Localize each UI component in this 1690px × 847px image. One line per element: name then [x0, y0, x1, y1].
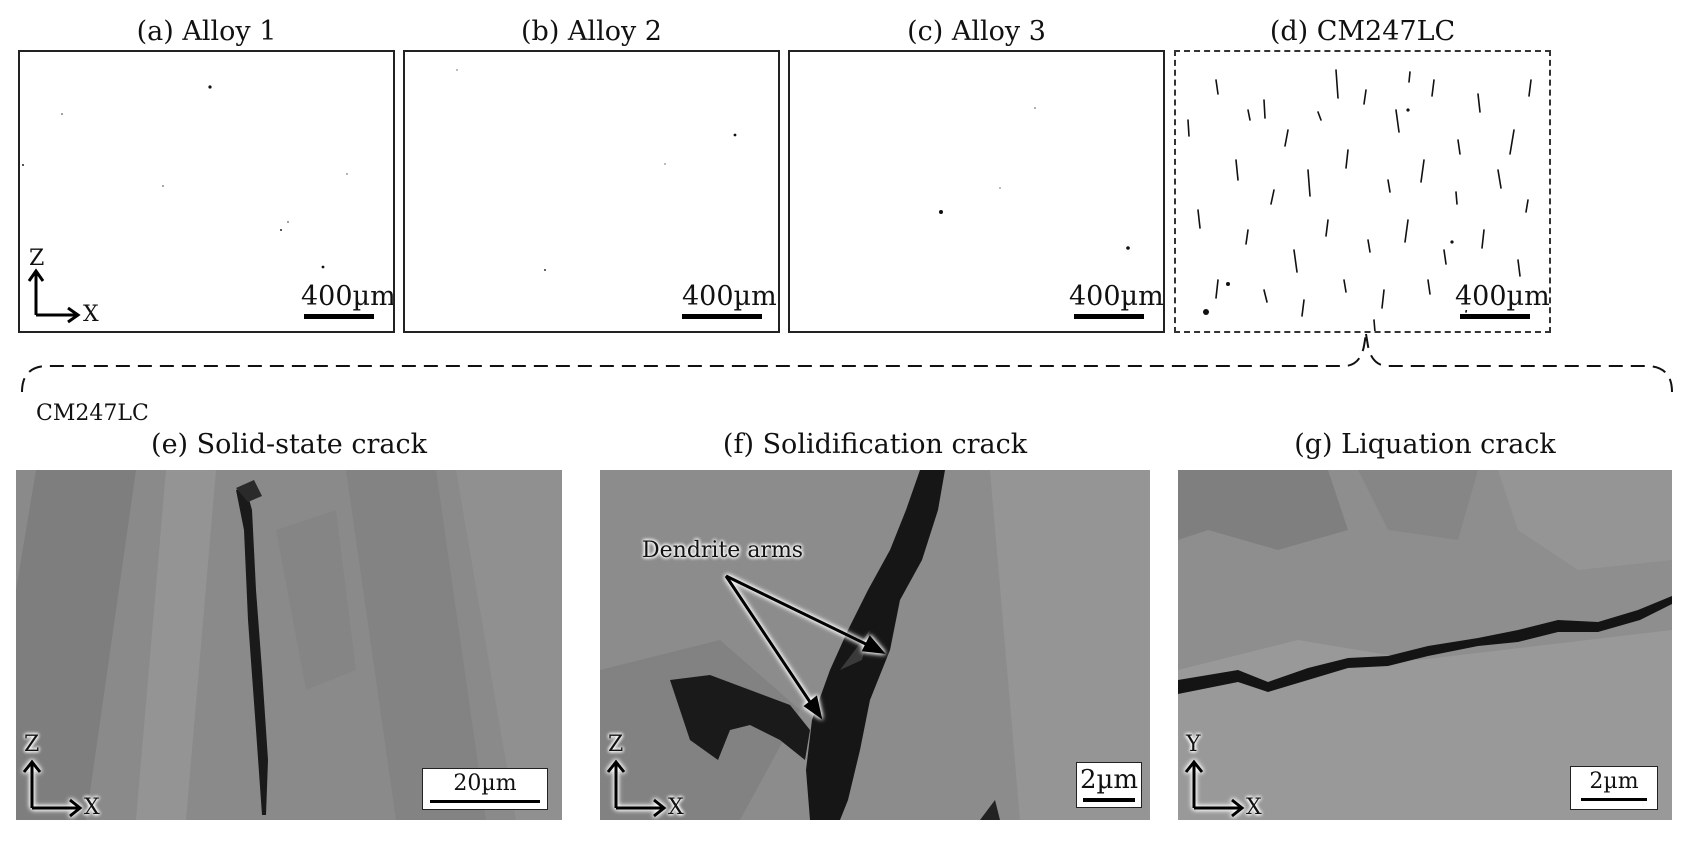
panel-g-scale-label: 2µm — [1589, 769, 1639, 794]
panel-e-scale-bar: 20µm — [422, 768, 548, 810]
panel-a-scale-line — [304, 314, 374, 319]
axes-arrows-icon — [606, 759, 667, 818]
axis-y-label: Y — [1186, 732, 1201, 757]
panel-b-scale-line — [682, 314, 762, 319]
axes-arrows-icon — [22, 759, 83, 818]
panel-c-pores — [939, 107, 1130, 250]
panel-e-scale-line — [430, 800, 540, 803]
axis-z-label: Z — [24, 732, 40, 757]
panel-g-scale-line — [1581, 798, 1647, 801]
panel-g-sem-image: 2µm Y X — [1178, 470, 1672, 820]
panel-a-micrograph: 400µm Z X — [18, 50, 395, 333]
axis-x-label: X — [668, 795, 684, 820]
panel-d-scale-line — [1460, 314, 1530, 319]
panel-d-micrograph: 400µm — [1174, 50, 1551, 333]
panel-d-scale-bar: 400µm — [1455, 281, 1550, 319]
axes-arrows-icon — [27, 268, 81, 324]
axis-x-label: X — [83, 302, 99, 327]
panel-b-micrograph: 400µm — [403, 50, 780, 333]
panel-d-title: (d) CM247LC — [1269, 16, 1456, 47]
axis-x-label: X — [1246, 795, 1262, 820]
panel-g-axes: Y X — [1180, 730, 1270, 820]
panel-a-scale-label: 400µm — [301, 281, 395, 312]
panel-f-title: (f) Solidification crack — [722, 429, 1028, 460]
axis-x-label: X — [84, 795, 100, 820]
panel-c-micrograph: 400µm — [788, 50, 1165, 333]
panel-c-scale-line — [1074, 314, 1144, 319]
panel-f-sem-image: Dendrite arms 2µm Z X — [600, 470, 1150, 820]
panel-g-scale-bar: 2µm — [1570, 766, 1658, 810]
panel-f-scale-label: 2µm — [1079, 765, 1139, 795]
panel-a-pores — [22, 85, 348, 269]
axis-z-label: Z — [29, 246, 45, 271]
panel-g-texture — [1178, 470, 1672, 820]
panel-e-sem-image: 20µm Z X — [16, 470, 562, 820]
panel-e-axes: Z X — [18, 730, 108, 820]
panel-d-cracks — [1187, 69, 1532, 331]
panel-a-scale-bar: 400µm — [301, 281, 395, 319]
panel-b-title: (b) Alloy 2 — [521, 16, 662, 47]
panel-g-title: (g) Liquation crack — [1294, 429, 1556, 460]
panel-a-title: (a) Alloy 1 — [136, 16, 277, 47]
panel-e-title: (e) Solid-state crack — [151, 429, 427, 460]
panel-f-arrows — [724, 574, 886, 720]
panel-e-scale-label: 20µm — [453, 771, 517, 796]
panel-c-scale-label: 400µm — [1069, 281, 1164, 312]
axes-arrows-icon — [1184, 759, 1245, 818]
panel-c-scale-bar: 400µm — [1069, 281, 1164, 319]
axis-z-label: Z — [608, 732, 624, 757]
panel-a-axes: Z X — [26, 245, 106, 327]
panel-b-scale-bar: 400µm — [682, 281, 777, 319]
group-label: CM247LC — [36, 401, 149, 426]
panel-e-texture — [16, 470, 562, 820]
panel-f-annotation: Dendrite arms — [642, 538, 804, 563]
panel-f-scale-line — [1083, 798, 1135, 802]
panel-f-scale-bar: 2µm — [1076, 762, 1142, 808]
panel-f-texture — [600, 470, 1150, 820]
panel-f-axes: Z X — [602, 730, 692, 820]
panel-c-title: (c) Alloy 3 — [907, 16, 1046, 47]
panel-d-scale-label: 400µm — [1455, 281, 1550, 312]
panel-b-pores — [456, 69, 737, 271]
group-brace — [21, 333, 1673, 393]
panel-b-scale-label: 400µm — [682, 281, 777, 312]
